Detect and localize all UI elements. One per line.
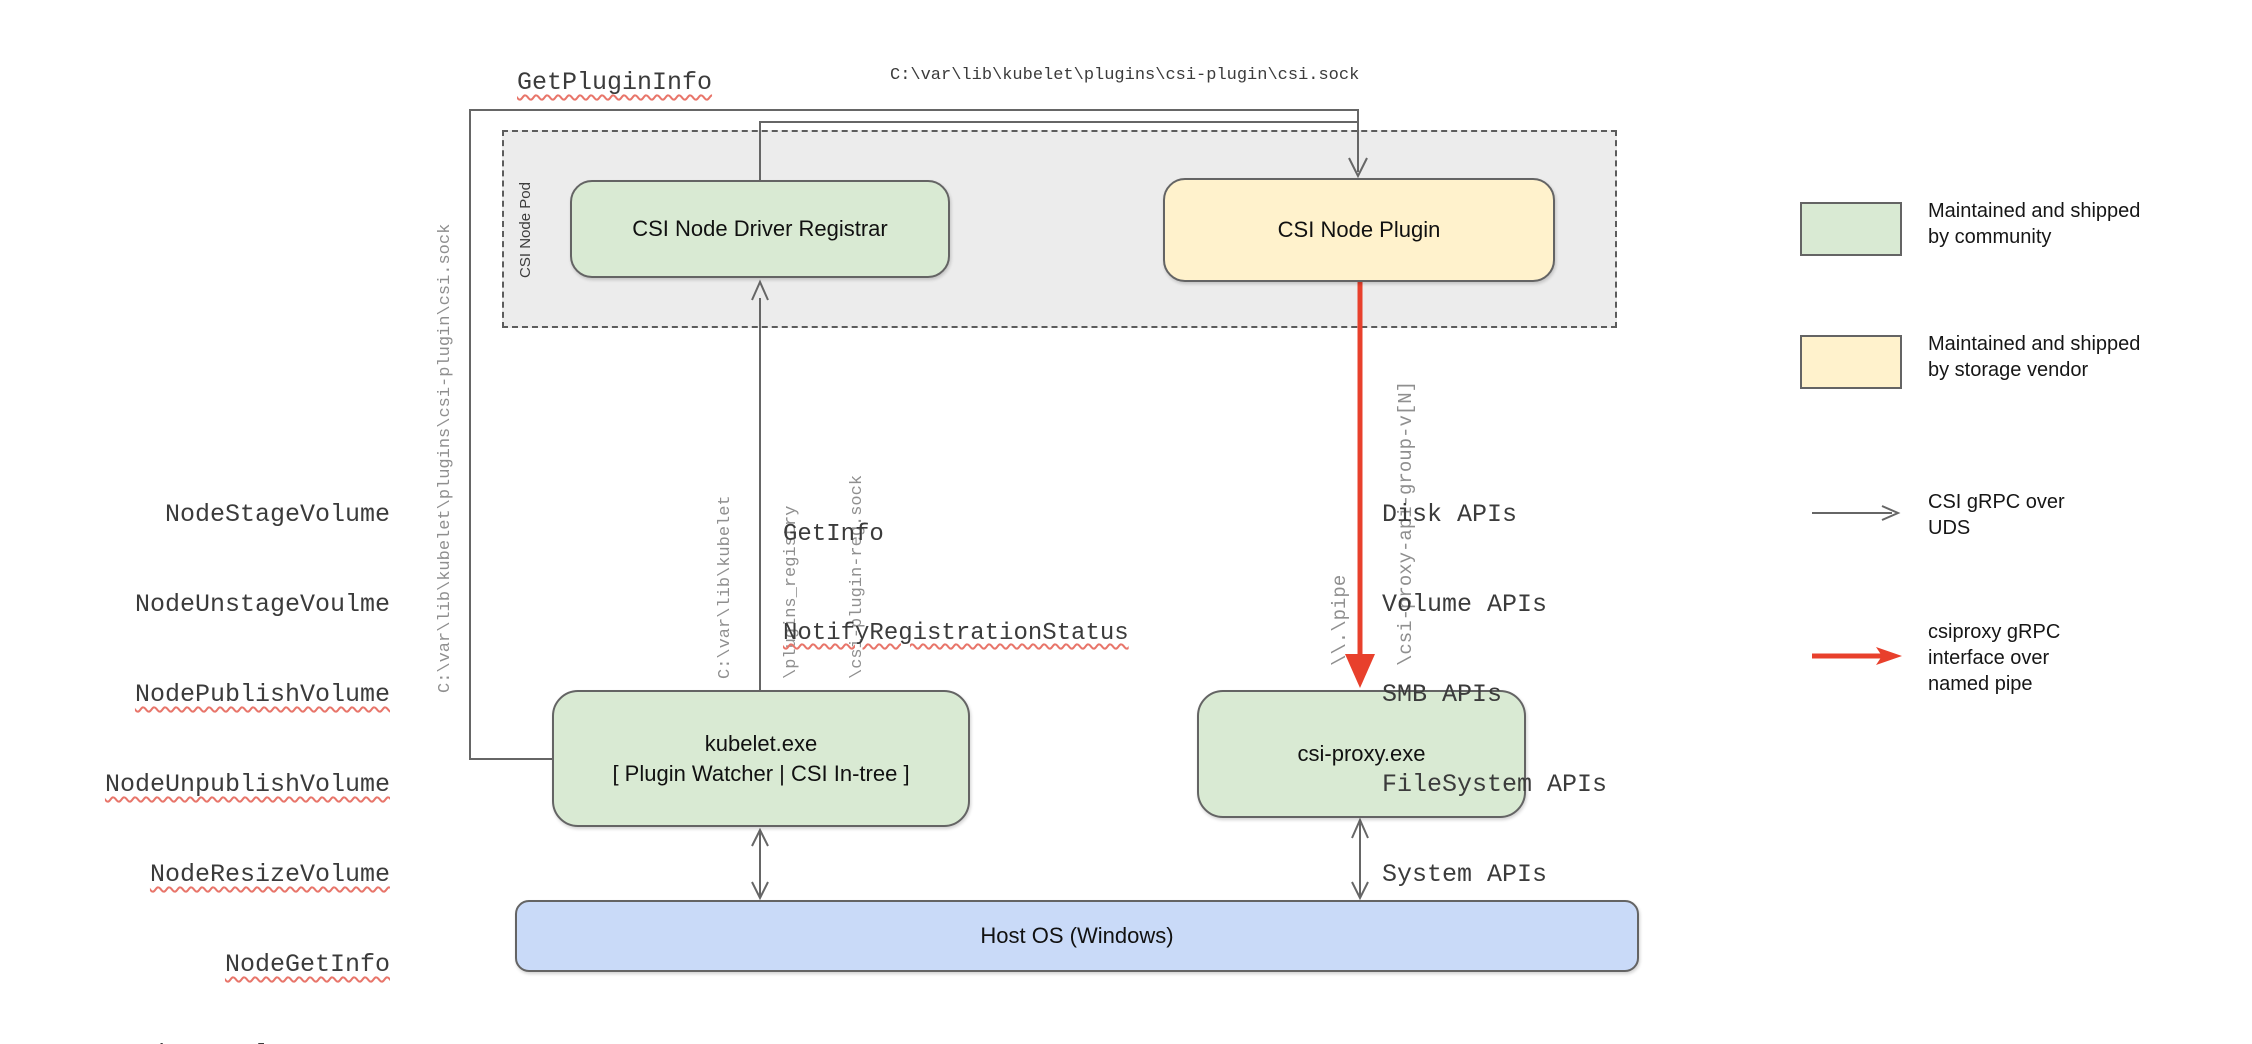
proxy-api-disk: Disk APIs	[1382, 500, 1518, 529]
registration-call-getinfo: GetInfo	[783, 521, 884, 548]
node-rpc-nodegetvolumestats: NodeGetVolumeStats	[100, 1040, 390, 1044]
named-pipe-path-label: \\.\pipe \csi-proxy-api-group-v[N]	[1285, 366, 1417, 666]
proxy-api-filesystem: FileSystem APIs	[1382, 770, 1608, 799]
arrowhead-down-into-hostos-left-icon	[751, 881, 769, 901]
legend-uds-line2: UDS	[1928, 517, 1971, 539]
kubelet-label-line2: [ Plugin Watcher | CSI In-tree ]	[612, 760, 910, 786]
csi-proxy-label: csi-proxy.exe	[1297, 741, 1426, 766]
proxy-api-list: Disk APIs Volume APIs SMB APIs FileSyste…	[1382, 440, 1607, 950]
legend-swatch-vendor	[1800, 335, 1902, 389]
csi-node-driver-registrar-label: CSI Node Driver Registrar	[632, 216, 888, 241]
proxy-api-system: System APIs	[1382, 860, 1548, 889]
legend-vendor-line1: Maintained and shipped	[1928, 333, 2141, 355]
node-rpc-nodestagevolume: NodeStageVolume	[164, 500, 390, 529]
csi-node-plugin-label: CSI Node Plugin	[1277, 217, 1441, 242]
node-rpc-nodepublishvolume: NodePublishVolume	[134, 680, 390, 709]
host-os-label: Host OS (Windows)	[980, 923, 1174, 948]
getplugininfo-label: GetPluginInfo	[517, 68, 713, 97]
legend-community-line1: Maintained and shipped	[1928, 200, 2141, 222]
arrowhead-up-into-registrar-icon	[751, 279, 769, 301]
arrowhead-red-into-csiproxy-icon	[1345, 654, 1375, 688]
node-rpc-nodeunpublishvolume: NodeUnpublishVolume	[104, 770, 390, 799]
node-rpc-list: NodeStageVolume NodeUnstageVoulme NodePu…	[100, 440, 390, 1044]
arrowhead-down-into-plugin-icon	[1348, 157, 1368, 179]
legend-red-arrow-icon	[1812, 647, 1902, 665]
host-os-box: Host OS (Windows)	[515, 900, 1639, 972]
proxy-api-volume: Volume APIs	[1382, 590, 1548, 619]
registration-calls-list: GetInfo NotifyRegistrationStatus	[783, 452, 1129, 716]
named-pipe-line1: \\.\pipe	[1329, 574, 1351, 666]
csi-node-pod-label: CSI Node Pod	[517, 182, 534, 278]
legend-community-text: Maintained and shipped by community	[1928, 198, 2140, 250]
csi-node-plugin-box: CSI Node Plugin	[1163, 178, 1555, 282]
legend-pipe-text: csiproxy gRPC interface over named pipe	[1928, 619, 2060, 697]
csi-proxy-box: csi-proxy.exe	[1197, 690, 1526, 818]
uds-connector-kubelet-to-plugin	[469, 109, 1359, 760]
node-rpc-nodegetinfo: NodeGetInfo	[224, 950, 390, 979]
csi-sock-path-top-label: C:\var\lib\kubelet\plugins\csi-plugin\cs…	[890, 66, 1360, 85]
arrowhead-up-into-kubelet-icon	[751, 827, 769, 847]
arrowhead-up-into-csiproxy-icon	[1351, 817, 1369, 839]
legend-uds-line1: CSI gRPC over	[1928, 491, 2065, 513]
legend-swatch-community	[1800, 202, 1902, 256]
node-rpc-nodeunstagevoulme: NodeUnstageVoulme	[134, 590, 390, 619]
arrowhead-down-into-hostos-right-icon	[1351, 881, 1369, 901]
registration-socket-path-label: C:\var\lib\kubelet \plugins_registry \cs…	[671, 449, 867, 679]
csi-sock-path-left-label: C:\var\lib\kubelet\plugins\csi-plugin\cs…	[436, 223, 455, 693]
proxy-api-smb: SMB APIs	[1382, 680, 1503, 709]
csi-node-driver-registrar-box: CSI Node Driver Registrar	[570, 180, 950, 278]
legend-pipe-line1: csiproxy gRPC	[1928, 621, 2061, 643]
legend-pipe-line2: interface over	[1928, 647, 2050, 669]
legend-uds-text: CSI gRPC over UDS	[1928, 489, 2065, 541]
legend-community-line2: by community	[1928, 226, 2052, 248]
legend-pipe-line3: named pipe	[1928, 673, 2033, 695]
legend-gray-arrow-icon	[1812, 505, 1901, 521]
node-rpc-noderesizevolume: NodeResizeVolume	[149, 860, 390, 889]
kubelet-label-line1: kubelet.exe	[704, 730, 818, 756]
legend-vendor-text: Maintained and shipped by storage vendor	[1928, 331, 2140, 383]
uds-connector-registrar-to-plugin	[759, 121, 1358, 180]
registration-socket-line1: C:\var\lib\kubelet	[716, 495, 735, 679]
registration-call-notifyregistrationstatus: NotifyRegistrationStatus	[783, 620, 1129, 647]
kubelet-box: kubelet.exe [ Plugin Watcher | CSI In-tr…	[552, 690, 970, 827]
legend-vendor-line2: by storage vendor	[1928, 359, 2089, 381]
